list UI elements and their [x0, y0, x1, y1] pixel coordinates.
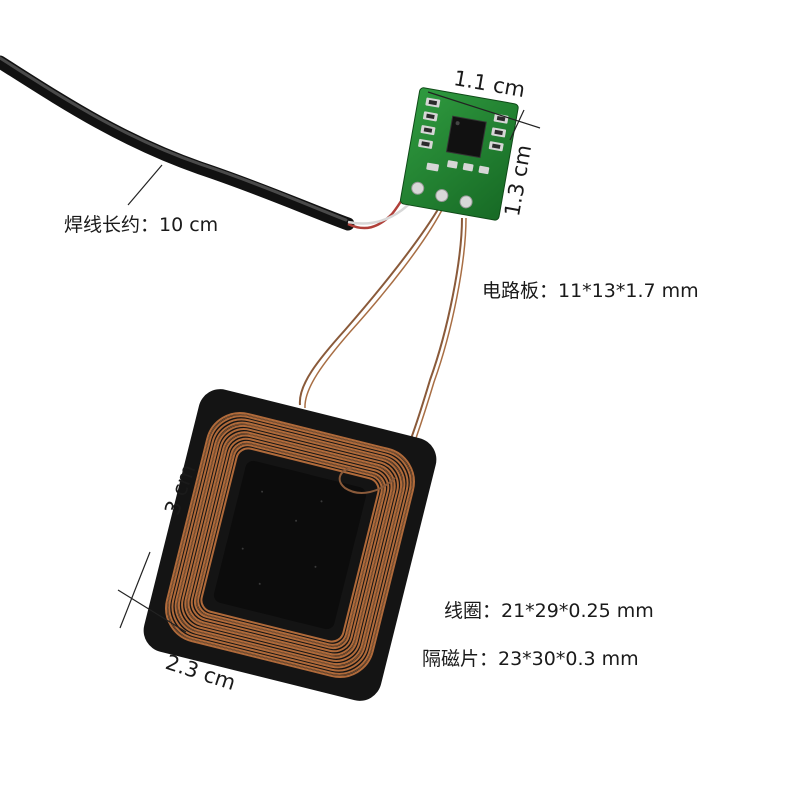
chip	[445, 115, 487, 159]
board-size-label: 电路板：11*13*1.7 mm	[482, 280, 699, 302]
coil-lead-left	[298, 205, 441, 406]
coil-center	[213, 460, 367, 630]
solder-pad-3	[459, 195, 473, 209]
coil-lead-loop	[338, 467, 396, 494]
cable	[0, 55, 355, 231]
solder-pad-1	[411, 181, 425, 195]
circuit-board	[399, 87, 519, 221]
solder-pad-2	[435, 189, 449, 203]
coil-width-dimension	[117, 589, 187, 633]
board-width-dimension	[427, 91, 541, 129]
wire-length-pointer	[127, 164, 163, 206]
coil-size-label: 线圈：21*29*0.25 mm	[444, 600, 654, 622]
cable-highlight	[0, 56, 348, 222]
coil-height-dimension	[119, 551, 151, 629]
coil-assembly	[143, 389, 437, 701]
coil-lead-left-2	[304, 205, 445, 409]
copper-coil	[165, 412, 415, 678]
wire-length-label: 焊线长约：10 cm	[64, 214, 219, 236]
shield-size-label: 隔磁片：23*30*0.3 mm	[422, 648, 639, 670]
board-height-dimension	[509, 109, 525, 141]
